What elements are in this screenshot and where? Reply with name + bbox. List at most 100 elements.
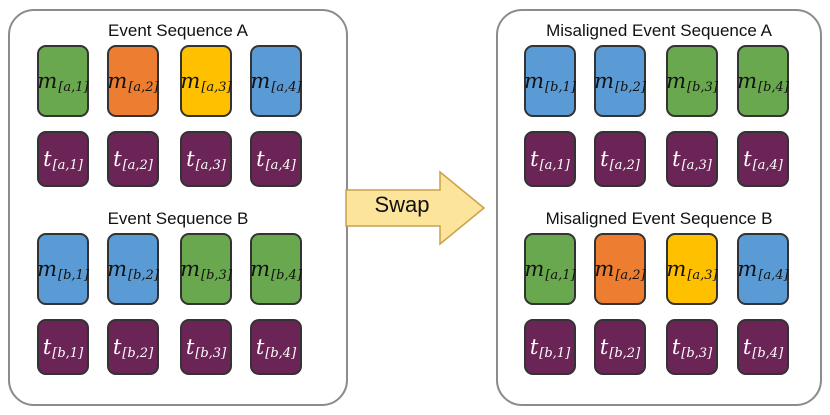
block-subscript: [a,3] [195, 157, 226, 173]
block-symbol: m [250, 69, 271, 93]
block-symbol: m [250, 257, 271, 281]
block-subscript: [b,4] [271, 267, 302, 283]
block-symbol: m [666, 69, 687, 93]
block-subscript: [a,4] [758, 267, 789, 283]
block-subscript: [a,1] [58, 79, 89, 95]
block-symbol: t [42, 335, 52, 359]
block-symbol: m [107, 257, 128, 281]
block-symbol: m [594, 257, 615, 281]
event-mark-block: m[a,4] [737, 233, 789, 305]
block-subscript: [b,3] [687, 79, 718, 95]
event-time-block: t[a,1] [524, 131, 576, 187]
event-mark-block: m[b,3] [666, 45, 718, 117]
block-subscript: [b,3] [195, 345, 227, 361]
block-subscript: [a,2] [122, 157, 153, 173]
event-mark-block: m[a,1] [524, 233, 576, 305]
event-time-block: t[a,3] [180, 131, 232, 187]
block-symbol: m [37, 69, 58, 93]
event-time-block: t[a,2] [594, 131, 646, 187]
event-time-block: t[b,1] [524, 319, 576, 375]
block-subscript: [a,1] [539, 157, 570, 173]
event-time-block: t[a,3] [666, 131, 718, 187]
block-subscript: [b,1] [58, 267, 89, 283]
event-mark-block: m[b,2] [107, 233, 159, 305]
block-subscript: [a,4] [271, 79, 302, 95]
event-time-block: t[b,2] [107, 319, 159, 375]
block-symbol: t [256, 147, 265, 171]
event-time-block: t[a,2] [107, 131, 159, 187]
block-subscript: [a,1] [52, 157, 83, 173]
block-symbol: m [737, 69, 758, 93]
block-subscript: [a,2] [609, 157, 640, 173]
block-symbol: m [737, 257, 758, 281]
event-time-block: t[b,3] [180, 319, 232, 375]
section-title: Misaligned Event Sequence B [545, 209, 773, 228]
event-mark-block: m[b,4] [250, 233, 302, 305]
block-symbol: t [530, 147, 539, 171]
event-time-block: t[b,3] [666, 319, 718, 375]
block-symbol: t [185, 335, 195, 359]
event-mark-block: m[a,4] [250, 45, 302, 117]
event-time-block: t[b,2] [594, 319, 646, 375]
event-time-block: t[b,1] [37, 319, 89, 375]
block-symbol: m [180, 69, 201, 93]
event-mark-block: m[b,3] [180, 233, 232, 305]
swap-arrow-icon [345, 170, 486, 246]
block-symbol: t [743, 147, 752, 171]
block-subscript: [a,2] [128, 79, 159, 95]
block-subscript: [b,2] [609, 345, 641, 361]
block-symbol: t [255, 335, 265, 359]
block-symbol: t [599, 335, 609, 359]
event-time-block: t[b,4] [250, 319, 302, 375]
block-symbol: t [671, 335, 681, 359]
block-subscript: [a,1] [545, 267, 576, 283]
event-time-block: t[a,4] [737, 131, 789, 187]
event-mark-block: m[b,4] [737, 45, 789, 117]
block-symbol: t [43, 147, 52, 171]
block-symbol: m [666, 257, 687, 281]
block-subscript: [b,1] [52, 345, 84, 361]
block-symbol: m [37, 257, 58, 281]
block-subscript: [a,2] [615, 267, 646, 283]
event-mark-block: m[b,2] [594, 45, 646, 117]
swap-label: Swap [374, 192, 430, 217]
event-mark-block: m[a,3] [666, 233, 718, 305]
block-symbol: m [524, 69, 545, 93]
block-subscript: [a,3] [687, 267, 718, 283]
block-subscript: [a,4] [752, 157, 783, 173]
block-subscript: [b,1] [545, 79, 576, 95]
block-symbol: m [180, 257, 201, 281]
block-subscript: [a,3] [681, 157, 712, 173]
block-symbol: t [672, 147, 681, 171]
block-subscript: [a,3] [201, 79, 232, 95]
block-symbol: t [112, 335, 122, 359]
event-mark-block: m[a,3] [180, 45, 232, 117]
event-time-block: t[a,4] [250, 131, 302, 187]
block-subscript: [b,2] [122, 345, 154, 361]
block-symbol: t [113, 147, 122, 171]
block-symbol: t [742, 335, 752, 359]
section-title: Event Sequence B [107, 209, 249, 228]
section-title: Event Sequence A [108, 21, 248, 40]
block-subscript: [b,4] [758, 79, 789, 95]
block-symbol: m [107, 69, 128, 93]
block-subscript: [b,4] [752, 345, 784, 361]
block-symbol: m [594, 69, 615, 93]
block-symbol: m [524, 257, 545, 281]
event-mark-block: m[a,2] [107, 45, 159, 117]
event-time-block: t[b,4] [737, 319, 789, 375]
block-symbol: t [600, 147, 609, 171]
block-subscript: [b,4] [265, 345, 297, 361]
block-subscript: [b,3] [201, 267, 232, 283]
block-subscript: [b,1] [539, 345, 571, 361]
event-mark-block: m[a,1] [37, 45, 89, 117]
event-mark-block: m[b,1] [524, 45, 576, 117]
event-mark-block: m[b,1] [37, 233, 89, 305]
block-subscript: [a,4] [265, 157, 296, 173]
block-subscript: [b,2] [615, 79, 646, 95]
block-subscript: [b,2] [128, 267, 159, 283]
block-symbol: t [529, 335, 539, 359]
block-subscript: [b,3] [681, 345, 713, 361]
section-title: Misaligned Event Sequence A [546, 21, 772, 40]
event-mark-block: m[a,2] [594, 233, 646, 305]
